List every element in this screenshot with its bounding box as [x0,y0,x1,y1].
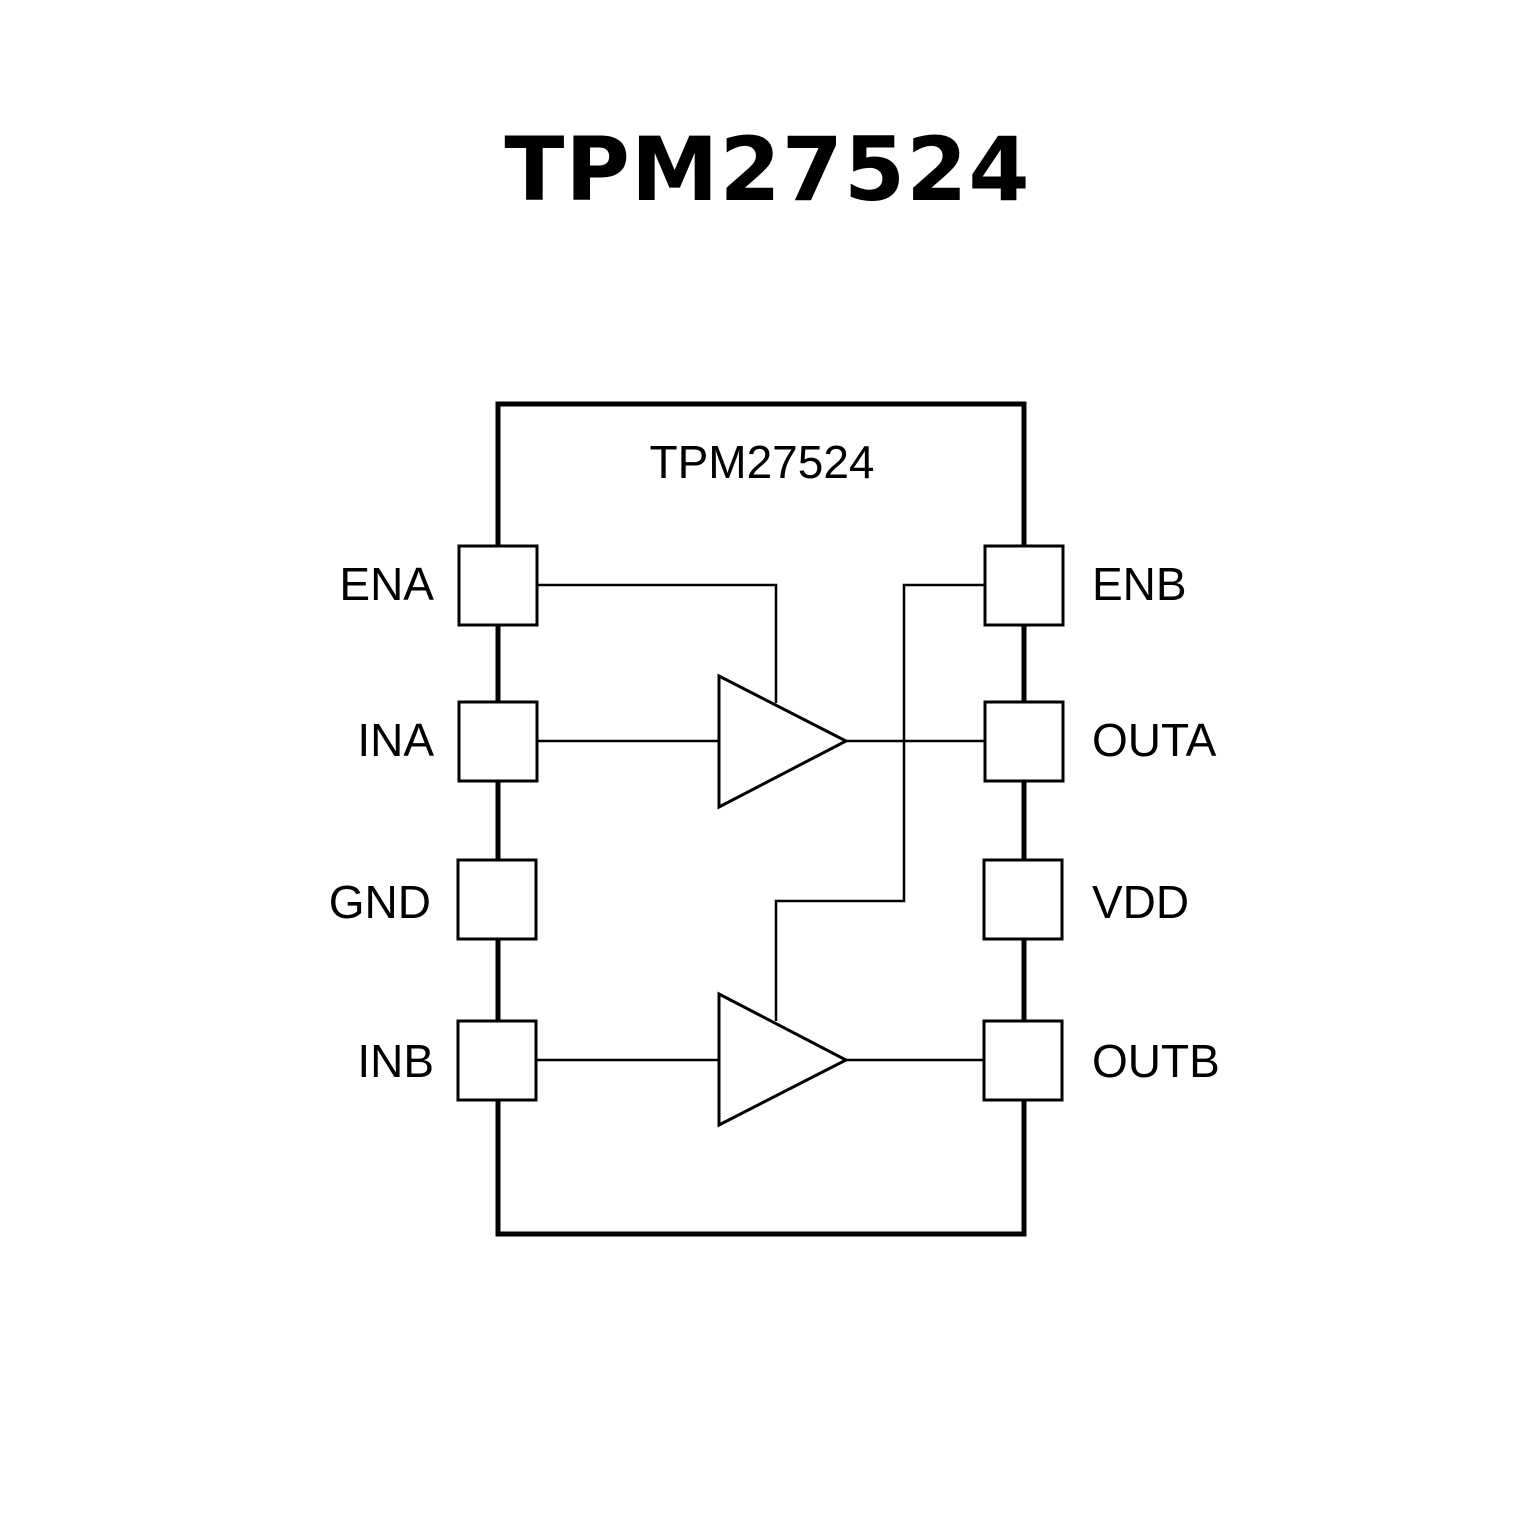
chip-body-outline [495,401,1027,1237]
buffer-a-triangle [717,673,850,810]
pin-ina-box[interactable] [457,700,539,783]
wire-enb [774,583,985,1021]
pin-inb-label: INB [357,1035,434,1087]
pin-gnd-label: GND [329,876,431,928]
wire-ena [537,583,778,703]
pin-ina-label: INA [357,714,434,766]
pin-ena-box[interactable] [457,544,539,627]
pin-gnd-box[interactable] [456,858,538,941]
pin-enb-box[interactable] [983,544,1065,627]
pin-outb-label: OUTB [1092,1035,1220,1087]
pin-outb-box[interactable] [982,1019,1064,1102]
buffer-b-triangle [717,991,850,1128]
pin-ena-label: ENA [339,558,434,610]
chip-label: TPM27524 [649,436,874,488]
pin-outa-box[interactable] [983,700,1065,783]
pin-inb-box[interactable] [456,1019,538,1102]
pin-vdd-label: VDD [1092,876,1189,928]
pin-outa-label: OUTA [1092,714,1217,766]
pin-vdd-box[interactable] [982,858,1064,941]
page-title: TPM27524 [504,118,1031,221]
pin-enb-label: ENB [1092,558,1187,610]
